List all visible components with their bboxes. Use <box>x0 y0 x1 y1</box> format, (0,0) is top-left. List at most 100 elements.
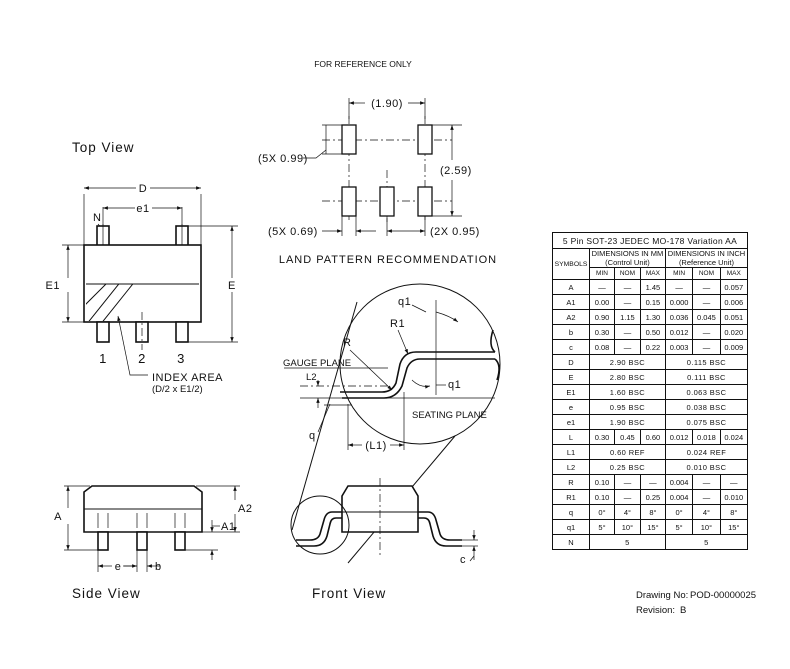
index-area-label: INDEX AREA <box>152 372 223 384</box>
front-lead-right <box>418 511 462 541</box>
pin-3-label: 3 <box>177 351 185 366</box>
table-value-cell: 0.006 <box>719 294 749 310</box>
table-value-cell: 5° <box>589 519 615 535</box>
front-view-title: Front View <box>312 586 386 601</box>
table-inch-span-cell: 0.038 BSC <box>664 399 749 415</box>
table-value-cell: 0.10 <box>589 474 615 490</box>
table-inch-span-cell: 0.075 BSC <box>664 414 749 430</box>
dim-q-label: q <box>309 430 316 442</box>
table-value-cell: 8° <box>719 504 749 520</box>
col-inch-min: MIN <box>664 267 694 280</box>
table-mm-span-cell: 0.95 BSC <box>589 399 666 415</box>
table-symbol-cell: N <box>552 534 590 550</box>
revision-value: B <box>680 605 686 616</box>
table-value-cell: — <box>613 324 641 340</box>
table-value-cell: 0.051 <box>719 309 749 325</box>
drawing-no-value: POD-00000025 <box>690 590 756 601</box>
seating-plane-label: SEATING PLANE <box>412 410 487 421</box>
table-symbol-cell: L2 <box>552 459 590 475</box>
col-mm-min: MIN <box>589 267 615 280</box>
dim-e1-label: e1 <box>136 203 149 215</box>
table-value-cell: — <box>589 279 615 295</box>
table-symbol-cell: L <box>552 429 590 445</box>
table-value-cell: — <box>613 339 641 355</box>
dimensions-table-container: 5 Pin SOT-23 JEDEC MO-178 Variation AA S… <box>552 232 749 550</box>
table-symbol-cell: R <box>552 474 590 490</box>
gauge-plane-label: GAUGE PLANE <box>283 358 351 369</box>
side-lead-1 <box>97 531 109 551</box>
mm-header: DIMENSIONS IN MM (Control Unit) <box>589 248 666 268</box>
table-value-cell: 0.020 <box>719 324 749 340</box>
detail-R-label: R <box>343 337 351 349</box>
table-value-cell: 4° <box>613 504 641 520</box>
land-pad-bottom-2 <box>379 186 395 217</box>
table-value-cell: 5° <box>664 519 694 535</box>
table-symbol-cell: e1 <box>552 414 590 430</box>
table-value-cell: 10° <box>692 519 721 535</box>
table-value-cell: 1.30 <box>639 309 666 325</box>
dim-A2-label: A2 <box>238 503 252 515</box>
table-value-cell: 0.045 <box>692 309 721 325</box>
table-value-cell: 0.10 <box>589 489 615 505</box>
dim-A-label: A <box>54 511 62 523</box>
table-symbol-cell: c <box>552 339 590 355</box>
detail-circle <box>339 283 501 445</box>
bottom-lead-1 <box>96 321 110 343</box>
dim-A1-label: A1 <box>221 521 235 533</box>
dim-land-pad-width: (5X 0.69) <box>268 226 318 238</box>
table-value-cell: 0.010 <box>719 489 749 505</box>
detail-lead <box>340 351 495 393</box>
land-pad-top-right <box>417 124 433 155</box>
table-symbol-cell: e <box>552 399 590 415</box>
detail-q1-right-label: q1 <box>448 379 461 391</box>
dimensions-table: 5 Pin SOT-23 JEDEC MO-178 Variation AA S… <box>552 232 749 550</box>
table-value-cell: 0.000 <box>664 294 694 310</box>
detail-R1-label: R1 <box>390 318 405 330</box>
col-inch-nom: NOM <box>692 267 721 280</box>
table-value-cell: 0.012 <box>664 324 694 340</box>
land-pad-bottom-3 <box>417 186 433 217</box>
dim-d-label: D <box>139 183 147 195</box>
dim-land-pitch: (1.90) <box>371 98 403 110</box>
dim-b-text: b <box>155 561 162 573</box>
table-value-cell: 0.22 <box>639 339 666 355</box>
table-symbol-cell: E1 <box>552 384 590 400</box>
table-value-cell: — <box>692 324 721 340</box>
table-value-cell: 0.012 <box>664 429 694 445</box>
table-value-cell: 15° <box>719 519 749 535</box>
detail-q1-top-label: q1 <box>398 296 411 308</box>
table-symbol-cell: q <box>552 504 590 520</box>
side-view-title: Side View <box>72 586 141 601</box>
table-value-cell: 0.45 <box>613 429 641 445</box>
table-value-cell: 15° <box>639 519 666 535</box>
reference-notice: FOR REFERENCE ONLY <box>314 59 412 69</box>
pin-1-label: 1 <box>99 351 107 366</box>
table-value-cell: — <box>639 474 666 490</box>
mm-header-sub: (Control Unit) <box>605 258 650 267</box>
table-value-cell: 0.90 <box>589 309 615 325</box>
table-value-cell: 0.004 <box>664 489 694 505</box>
table-value-cell: 0.003 <box>664 339 694 355</box>
top-view-title: Top View <box>72 140 135 155</box>
table-mm-span-cell: 2.80 BSC <box>589 369 666 385</box>
table-value-cell: — <box>692 279 721 295</box>
side-lead-3 <box>174 531 186 551</box>
dim-e-label: e <box>115 561 122 573</box>
table-value-cell: 0.024 <box>719 429 749 445</box>
table-value-cell: — <box>692 294 721 310</box>
drawing-no-label: Drawing No: <box>636 590 688 601</box>
table-inch-span-cell: 0.024 REF <box>664 444 749 460</box>
table-row: A——1.45——0.057 <box>552 279 749 295</box>
table-symbol-cell: A1 <box>552 294 590 310</box>
table-value-cell: — <box>664 279 694 295</box>
